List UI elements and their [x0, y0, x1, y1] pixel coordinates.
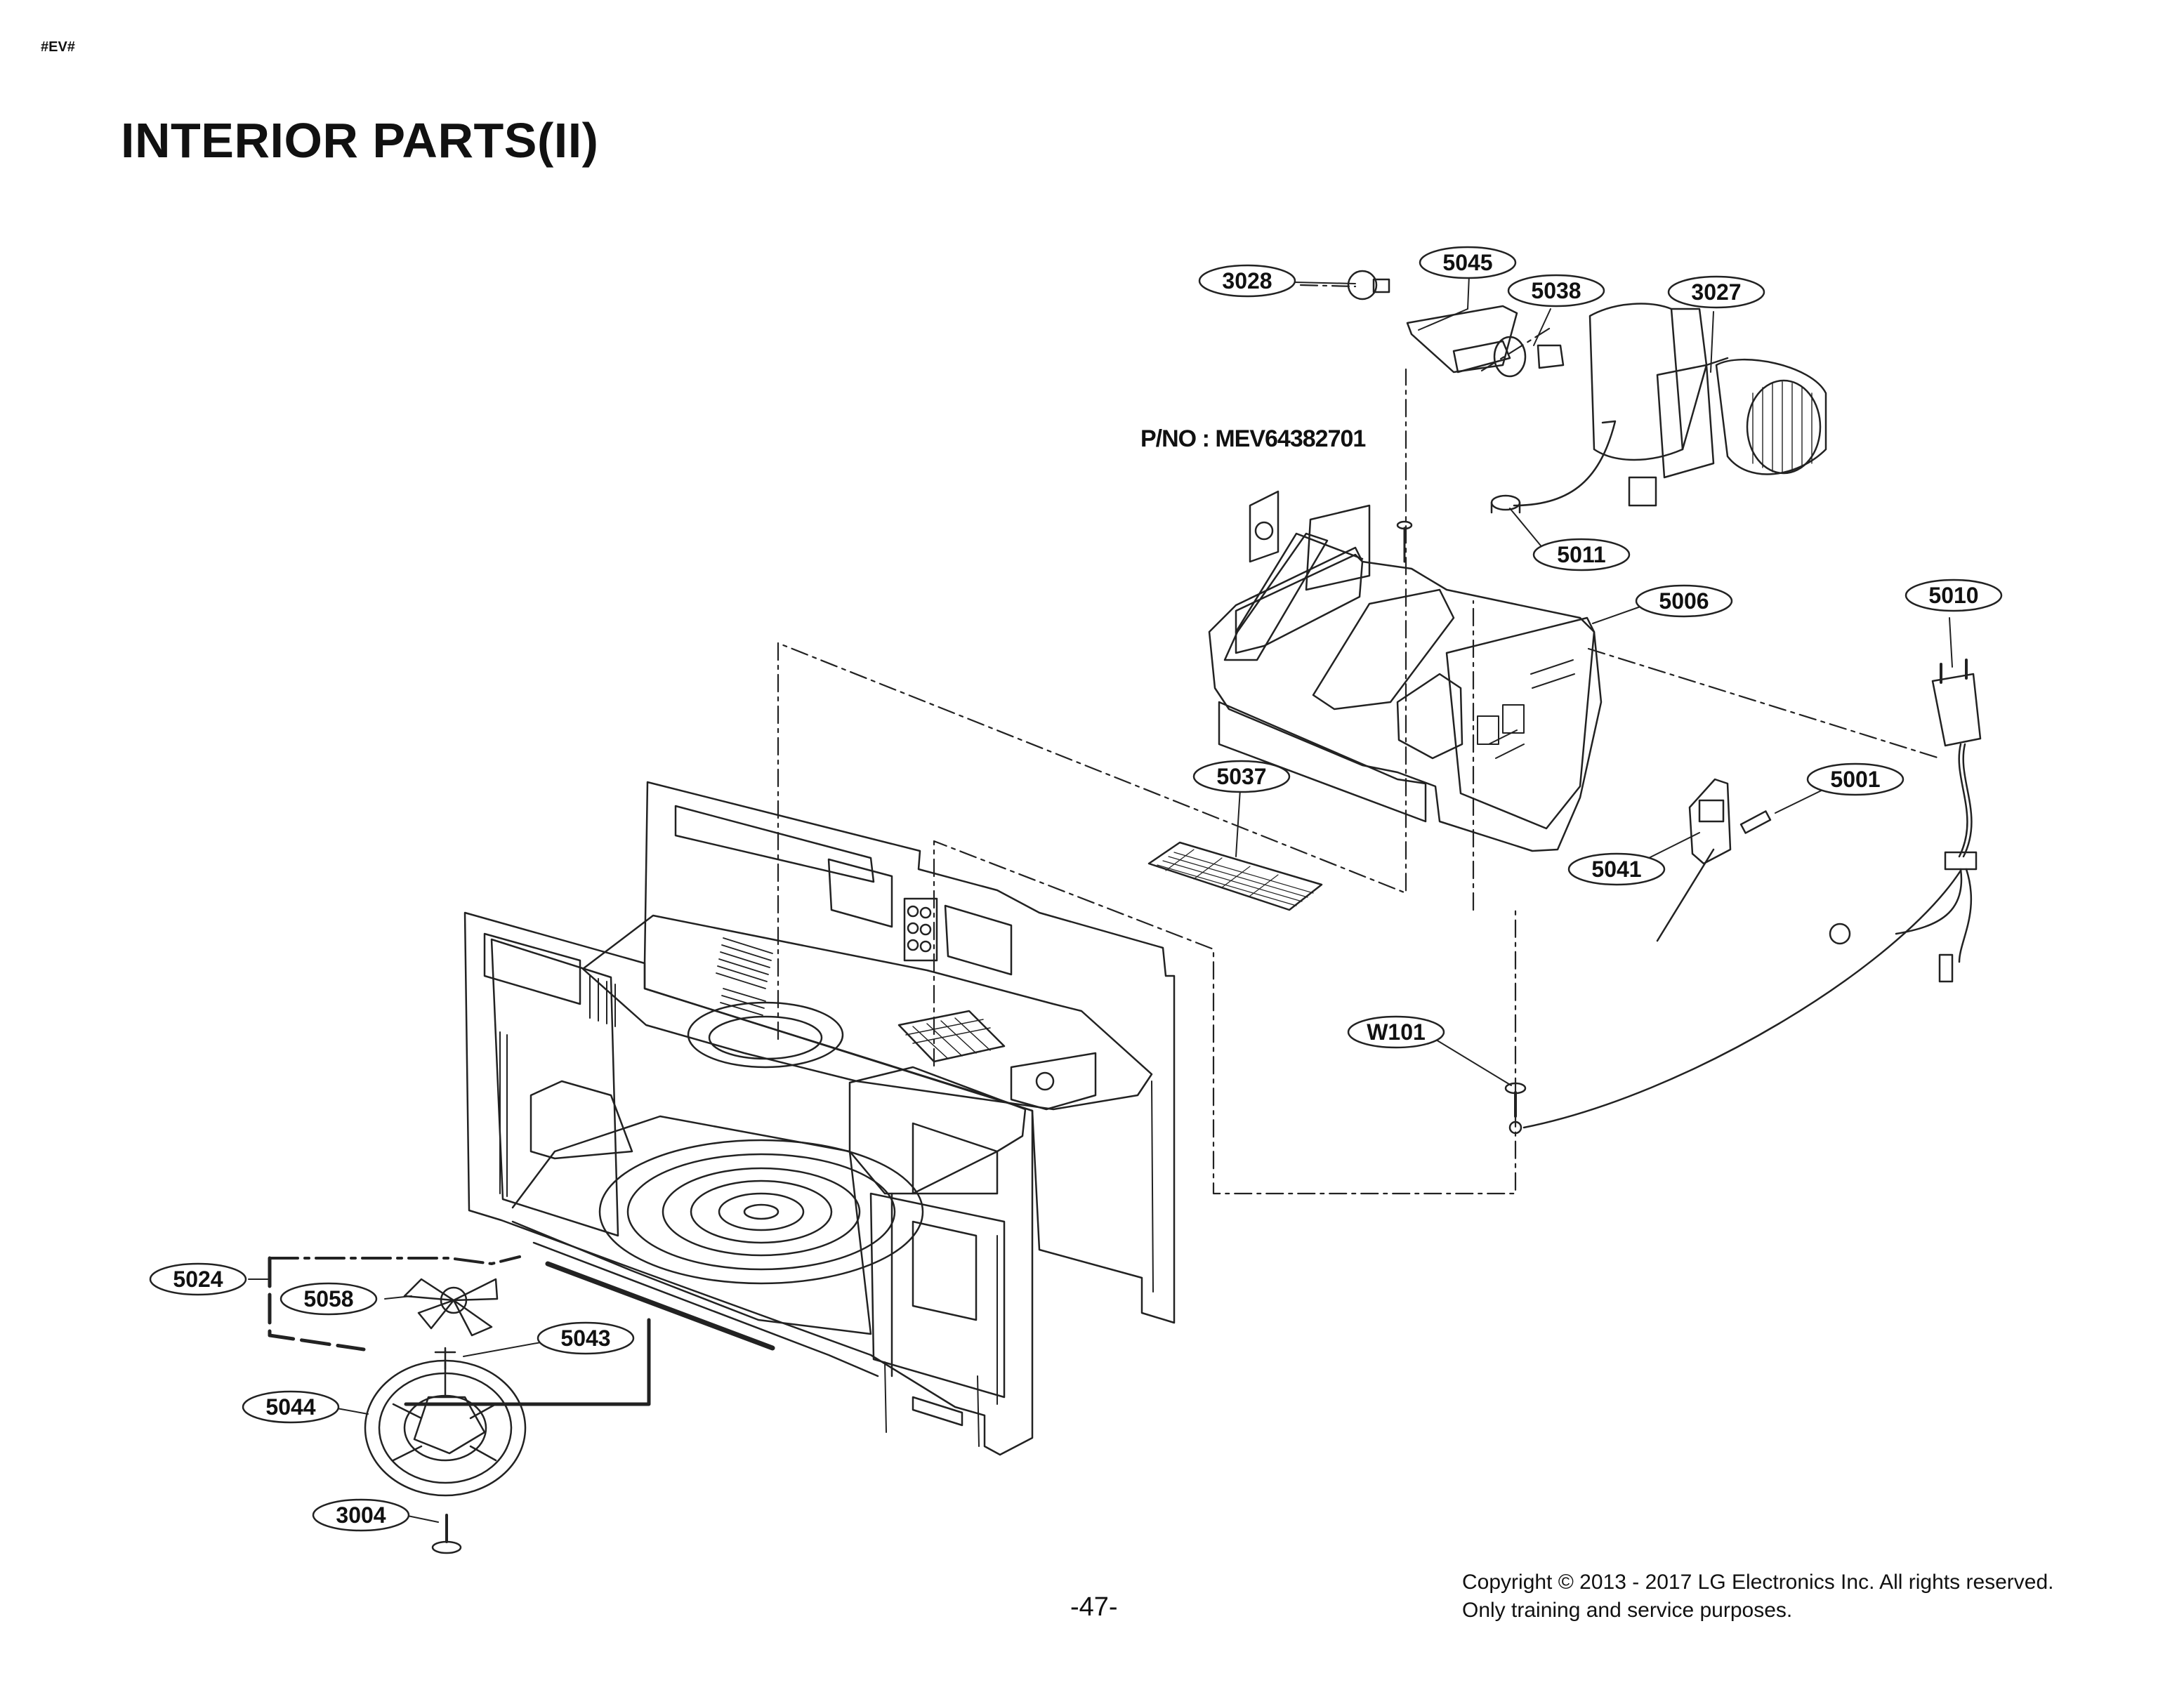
callout-label: 5010 — [1928, 583, 1978, 608]
callout-5011: 5011 — [1532, 538, 1631, 571]
callout-5038: 5038 — [1507, 274, 1605, 308]
fuse-holder — [1656, 778, 1732, 942]
callout-oval — [1635, 584, 1733, 618]
chassis-bracket — [1208, 490, 1603, 852]
callout-label: W101 — [1367, 1019, 1426, 1045]
callout-oval — [1567, 852, 1666, 886]
callout-label: 5044 — [265, 1394, 315, 1420]
callout-label: 5043 — [560, 1326, 610, 1351]
callout-label: 5024 — [173, 1267, 223, 1292]
page-number: -47- — [1070, 1592, 1118, 1622]
callout-label: 5001 — [1830, 767, 1880, 792]
callout-oval — [1507, 274, 1605, 308]
callout-label: 5038 — [1531, 278, 1581, 303]
callout-label: 5011 — [1557, 542, 1605, 567]
stirrer-fan — [403, 1278, 499, 1337]
callout-oval — [312, 1498, 410, 1532]
assembly-guide-lines — [777, 284, 1941, 1195]
callout-5010: 5010 — [1905, 579, 2003, 612]
callout-oval — [537, 1321, 635, 1355]
thermostat — [1490, 494, 1521, 514]
callout-5001: 5001 — [1806, 762, 1905, 796]
callout-oval — [1667, 275, 1765, 309]
callout-3028: 3028 — [1198, 264, 1296, 298]
lamp-bracket — [1406, 305, 1518, 374]
callout-5006: 5006 — [1635, 584, 1733, 618]
callout-3027: 3027 — [1667, 275, 1765, 309]
callout-oval — [279, 1282, 378, 1316]
fuse — [1739, 810, 1772, 834]
cavity-housing — [463, 781, 1176, 1456]
leader-lines — [248, 275, 1953, 1523]
stirrer-group-box — [268, 1255, 651, 1406]
callout-oval — [1347, 1015, 1445, 1049]
callout-label: 5006 — [1659, 588, 1709, 614]
callout-5024: 5024 — [149, 1262, 247, 1296]
copyright-line-2: Only training and service purposes. — [1462, 1599, 1793, 1622]
charcoal-filter — [1147, 841, 1323, 911]
ground-screw — [1504, 1082, 1527, 1135]
callout-5041: 5041 — [1567, 852, 1666, 886]
callout-oval — [149, 1262, 247, 1296]
callout-5044: 5044 — [242, 1390, 340, 1424]
callout-label: 3027 — [1691, 279, 1741, 305]
copyright-notice: Copyright © 2013 - 2017 LG Electronics I… — [1462, 1568, 2054, 1625]
callout-oval — [1806, 762, 1905, 796]
callout-label: 5045 — [1442, 250, 1492, 275]
callout-oval — [1532, 538, 1631, 571]
lamp-socket — [1493, 336, 1565, 378]
callout-5045: 5045 — [1419, 246, 1517, 279]
callout-3004: 3004 — [312, 1498, 410, 1532]
callout-oval — [1198, 264, 1296, 298]
callout-label: 3028 — [1222, 268, 1272, 293]
callout-oval — [1905, 579, 2003, 612]
copyright-line-1: Copyright © 2013 - 2017 LG Electronics I… — [1462, 1571, 2054, 1594]
fan-motor-assembly — [1513, 303, 1827, 507]
callout-oval — [1192, 760, 1291, 793]
callout-w101: W101 — [1347, 1015, 1445, 1049]
callout-5043: 5043 — [537, 1321, 635, 1355]
lamp-bulb — [1347, 270, 1390, 300]
callout-oval — [242, 1390, 340, 1424]
callout-label: 5058 — [303, 1286, 353, 1311]
document-tag: #EV# — [41, 39, 75, 55]
callout-5037: 5037 — [1192, 760, 1291, 793]
rivet — [431, 1514, 462, 1554]
callout-oval — [1419, 246, 1517, 279]
power-cord — [1522, 659, 1982, 1129]
part-number-note: P/NO : MEV64382701 — [1140, 425, 1366, 452]
callout-label: 5041 — [1591, 857, 1641, 882]
page-title: INTERIOR PARTS(II) — [121, 113, 599, 168]
callout-5058: 5058 — [279, 1282, 378, 1316]
stirrer-cover — [364, 1347, 527, 1497]
callout-label: 5037 — [1216, 764, 1266, 789]
callout-label: 3004 — [336, 1502, 386, 1528]
callout-layer: 3028 5045 5038 3027 5011 5006 5010 5037 5001 5041… — [149, 246, 2003, 1532]
